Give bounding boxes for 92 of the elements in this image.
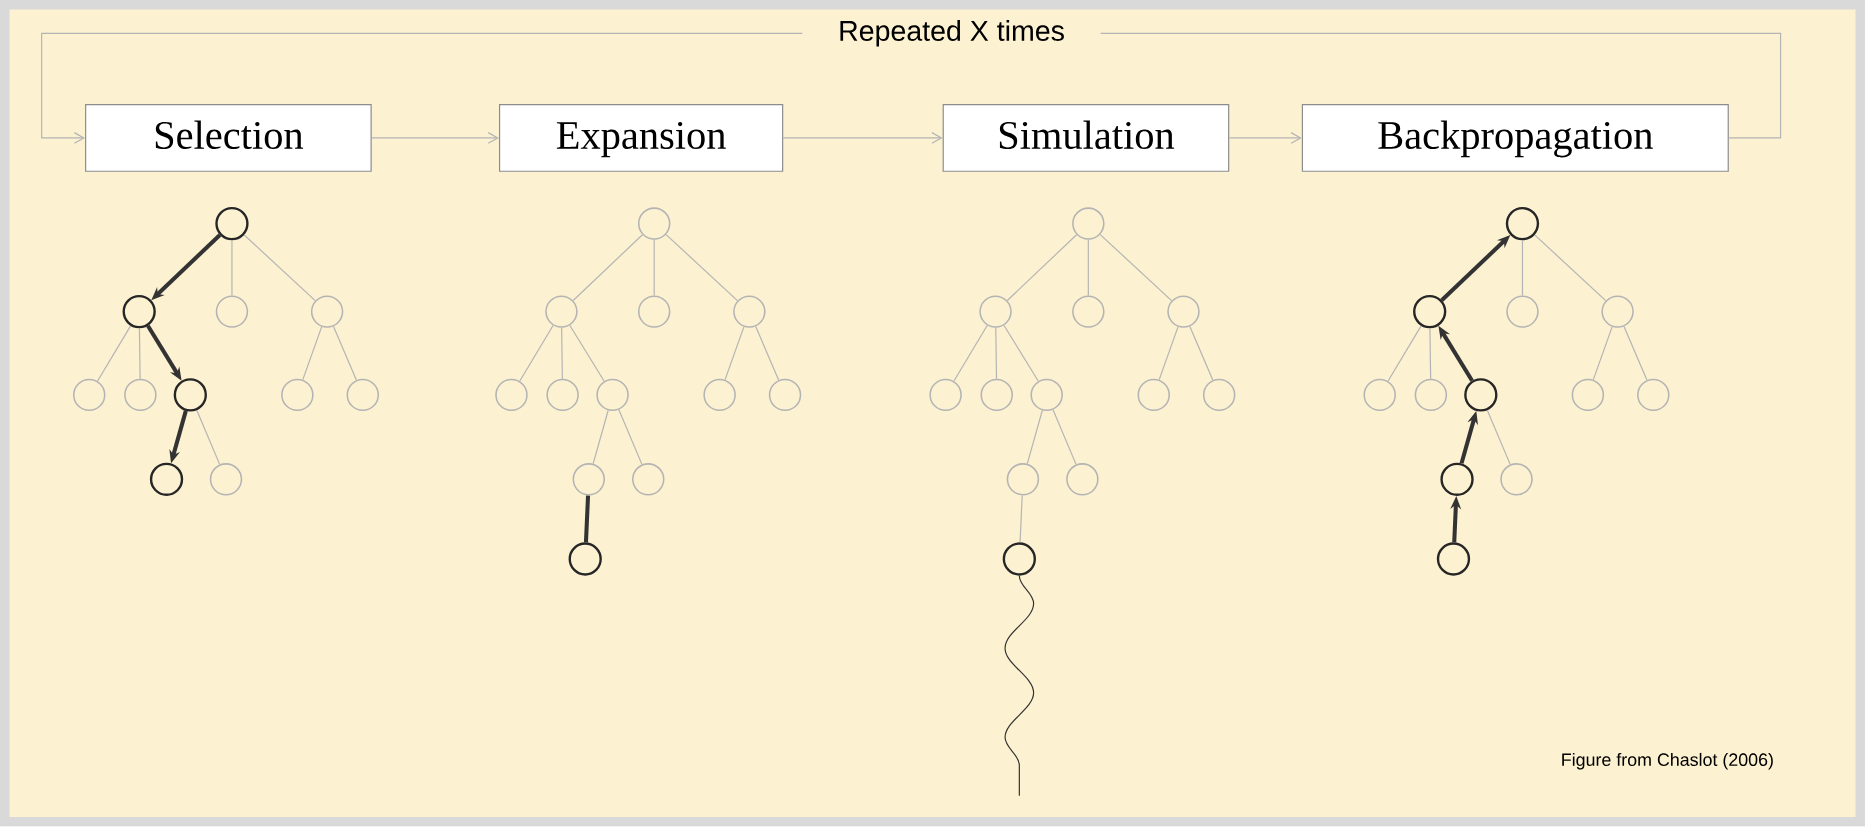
tree-node xyxy=(281,378,314,412)
wavy-line xyxy=(1004,575,1035,797)
tree-node xyxy=(495,378,528,412)
tree-edge xyxy=(583,495,591,543)
tree-edge xyxy=(1003,325,1039,382)
tree-node xyxy=(1202,378,1236,412)
tree-edge xyxy=(755,326,780,381)
tree-edge xyxy=(592,410,609,465)
tree-node xyxy=(215,295,249,329)
stage-box: Simulation xyxy=(942,104,1230,173)
tree-node xyxy=(1413,295,1447,329)
tree-node xyxy=(1637,378,1670,412)
tree-node xyxy=(122,295,156,329)
tree-node xyxy=(572,463,605,496)
tree-edge xyxy=(1189,326,1214,381)
tree-node xyxy=(568,542,602,576)
tree-edge xyxy=(1486,409,1511,466)
tree-node xyxy=(637,207,671,241)
tree-node xyxy=(1505,207,1540,241)
tree-edge xyxy=(665,234,739,302)
tree-edge xyxy=(1623,326,1648,381)
tree-edge xyxy=(332,326,357,381)
tree-node xyxy=(1006,463,1040,496)
tree-edge xyxy=(138,327,141,380)
tree-edge xyxy=(569,325,605,382)
tree-node xyxy=(1464,378,1498,412)
tree-edge xyxy=(1534,234,1607,302)
tree-node xyxy=(209,463,243,496)
tree-edge xyxy=(1087,239,1089,297)
tree-node xyxy=(1571,378,1605,412)
tree-node xyxy=(173,378,207,412)
tree-node xyxy=(545,295,578,329)
tree-node xyxy=(979,295,1012,329)
tree-node xyxy=(346,378,380,412)
tree-node xyxy=(1137,378,1170,412)
tree-edge xyxy=(1099,234,1173,302)
tree-node xyxy=(1030,378,1063,412)
tree-node xyxy=(149,462,184,497)
tree-node xyxy=(1167,295,1200,329)
tree-node xyxy=(637,295,671,329)
tree-node xyxy=(596,378,629,412)
tree-edge xyxy=(1158,326,1179,381)
tree-node xyxy=(1072,207,1105,241)
tree-edge xyxy=(1521,239,1524,297)
tree-edge xyxy=(97,325,132,382)
tree-node xyxy=(1601,295,1634,329)
tree-edge xyxy=(1592,326,1613,381)
tree-edge xyxy=(1052,409,1077,466)
tree-node xyxy=(1363,378,1396,412)
tree-edge xyxy=(1006,234,1078,302)
stage-box: Backpropagation xyxy=(1301,104,1729,173)
tree-edge xyxy=(653,239,655,297)
tree-node xyxy=(733,295,766,329)
tree-node xyxy=(310,295,344,329)
tree-edge xyxy=(618,409,643,466)
tree-node xyxy=(1440,462,1474,497)
tree-edge xyxy=(724,326,745,381)
tree-edge xyxy=(561,327,563,380)
tree-node xyxy=(1436,542,1471,576)
tree-node xyxy=(215,207,249,241)
tree-node xyxy=(632,463,665,496)
tree-edge xyxy=(572,234,643,302)
arrow xyxy=(371,132,499,145)
tree-edge xyxy=(1387,325,1422,382)
tree-edge xyxy=(1019,495,1023,544)
tree-node xyxy=(703,378,736,412)
arrow xyxy=(1228,132,1302,145)
tree-node xyxy=(929,378,962,412)
tree-edge xyxy=(231,239,233,297)
tree-node xyxy=(980,378,1013,412)
tree-node xyxy=(124,378,157,412)
stage-box: Selection xyxy=(85,104,372,173)
tree-node xyxy=(1066,463,1099,496)
tree-edge xyxy=(1429,327,1432,380)
tree-edge xyxy=(243,234,316,302)
arrow xyxy=(782,132,943,145)
tree-node xyxy=(73,378,106,412)
tree-edge xyxy=(1026,410,1043,465)
tree-node xyxy=(546,378,579,412)
tree-edge xyxy=(995,327,998,380)
tree-edge xyxy=(519,325,554,382)
edge-label: Repeated X times xyxy=(802,15,1101,52)
tree-node xyxy=(1414,378,1448,412)
stage-box: Expansion xyxy=(498,104,784,173)
tree-node xyxy=(1002,542,1036,576)
tree-node xyxy=(1072,295,1105,329)
tree-edge xyxy=(302,326,323,381)
tree-edge xyxy=(953,325,988,382)
tree-edge xyxy=(196,409,221,466)
source-note: Figure from Chaslot (2006) xyxy=(1562,753,1773,770)
tree-node xyxy=(1506,295,1539,329)
tree-node xyxy=(768,378,802,412)
